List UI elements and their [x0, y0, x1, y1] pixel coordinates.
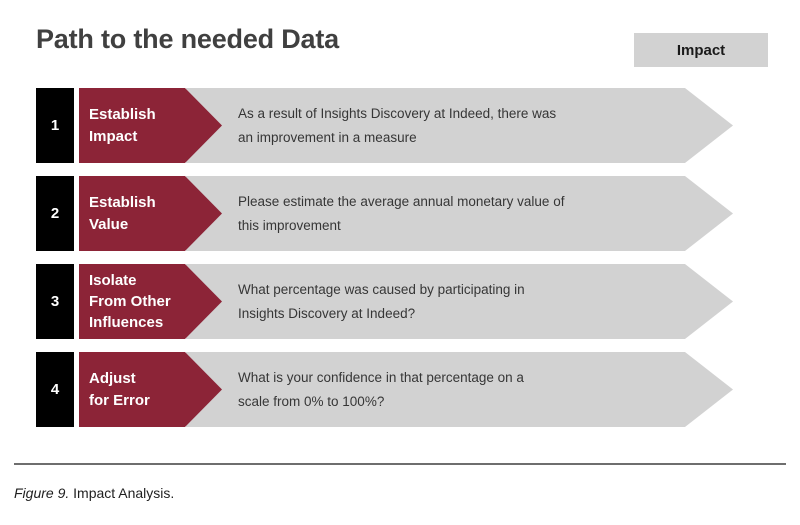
step-number-label: 1	[50, 117, 60, 134]
figure-caption-text: Impact Analysis.	[73, 485, 175, 501]
step-number-label: 2	[50, 205, 60, 222]
step-description-line: What percentage was caused by participat…	[238, 282, 525, 298]
description-arrow-shape	[186, 264, 733, 339]
step-label-line: Adjust	[89, 370, 136, 388]
step-label-line: Establish	[89, 106, 156, 124]
step-description-line: Please estimate the average annual monet…	[238, 194, 565, 210]
footer-divider	[14, 463, 786, 465]
step-description-line: Insights Discovery at Indeed?	[238, 305, 416, 321]
description-arrow-shape	[186, 88, 733, 163]
step-label-line: Impact	[89, 127, 138, 145]
step-description-line: As a result of Insights Discovery at Ind…	[238, 106, 557, 122]
step-description: What percentage was caused by participat…	[238, 264, 658, 339]
description-arrow-shape	[186, 352, 733, 427]
step-label-line: Isolate	[89, 271, 137, 289]
step-number-box: 4	[36, 352, 74, 427]
step-label-line: Establish	[89, 194, 156, 212]
figure-number: Figure 9.	[14, 485, 70, 501]
step-label-line: for Error	[89, 391, 150, 409]
figure-caption: Figure 9. Impact Analysis.	[14, 485, 174, 501]
description-arrow-shape	[186, 176, 733, 251]
step-description: As a result of Insights Discovery at Ind…	[238, 88, 658, 163]
step-description-line: scale from 0% to 100%?	[238, 393, 385, 409]
page-title: Path to the needed Data	[36, 24, 339, 54]
step-row: As a result of Insights Discovery at Ind…	[0, 88, 800, 163]
impact-badge-label: Impact	[676, 41, 726, 59]
step-row: What is your confidence in that percenta…	[0, 352, 800, 427]
step-description: What is your confidence in that percenta…	[238, 352, 658, 427]
step-description-line: this improvement	[238, 217, 341, 233]
step-label-line: From Other	[89, 292, 171, 310]
step-number-label: 4	[50, 381, 60, 398]
step-description-line: an improvement in a measure	[238, 129, 417, 145]
step-number-box: 3	[36, 264, 74, 339]
step-label-line: Value	[89, 215, 129, 233]
impact-badge: Impact	[634, 33, 768, 67]
step-row: What percentage was caused by participat…	[0, 264, 800, 339]
steps-list: As a result of Insights Discovery at Ind…	[0, 88, 800, 427]
step-number-box: 1	[36, 88, 74, 163]
step-label-line: Influences	[89, 314, 164, 332]
step-description: Please estimate the average annual monet…	[238, 176, 658, 251]
step-label: Adjust for Error	[89, 352, 185, 427]
step-number-box: 2	[36, 176, 74, 251]
step-description-line: What is your confidence in that percenta…	[238, 370, 524, 386]
step-row: Please estimate the average annual monet…	[0, 176, 800, 251]
step-number-label: 3	[50, 293, 60, 310]
